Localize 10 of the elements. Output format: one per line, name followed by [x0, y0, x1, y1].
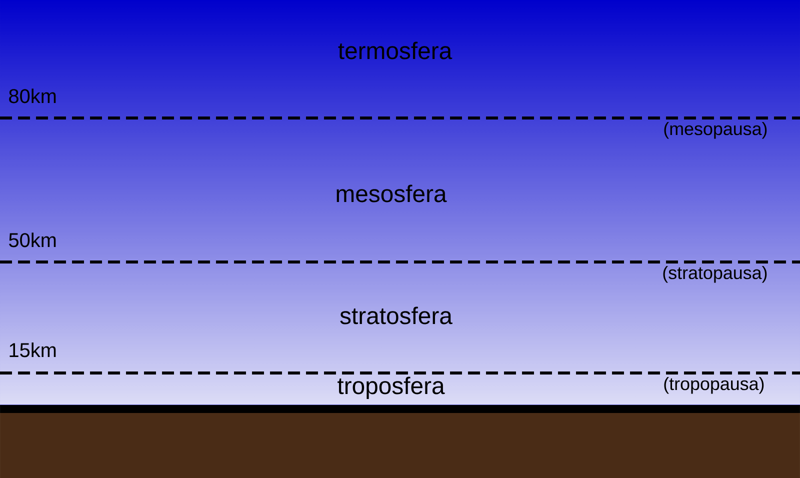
altitude-label: 80km	[9, 88, 56, 104]
layer-name: termosfera	[338, 42, 452, 60]
altitude-label: 50km	[9, 232, 56, 248]
layer-name: troposfera	[338, 376, 445, 399]
boundary-name: (stratopausa)	[663, 266, 767, 283]
boundary-name: (tropopausa)	[664, 377, 764, 394]
altitude-label: 15km	[10, 342, 56, 358]
layer-name: mesosfera	[336, 184, 447, 202]
boundary-name: (mesopausa)	[664, 122, 767, 139]
layer-name: stratosfera	[340, 306, 452, 324]
